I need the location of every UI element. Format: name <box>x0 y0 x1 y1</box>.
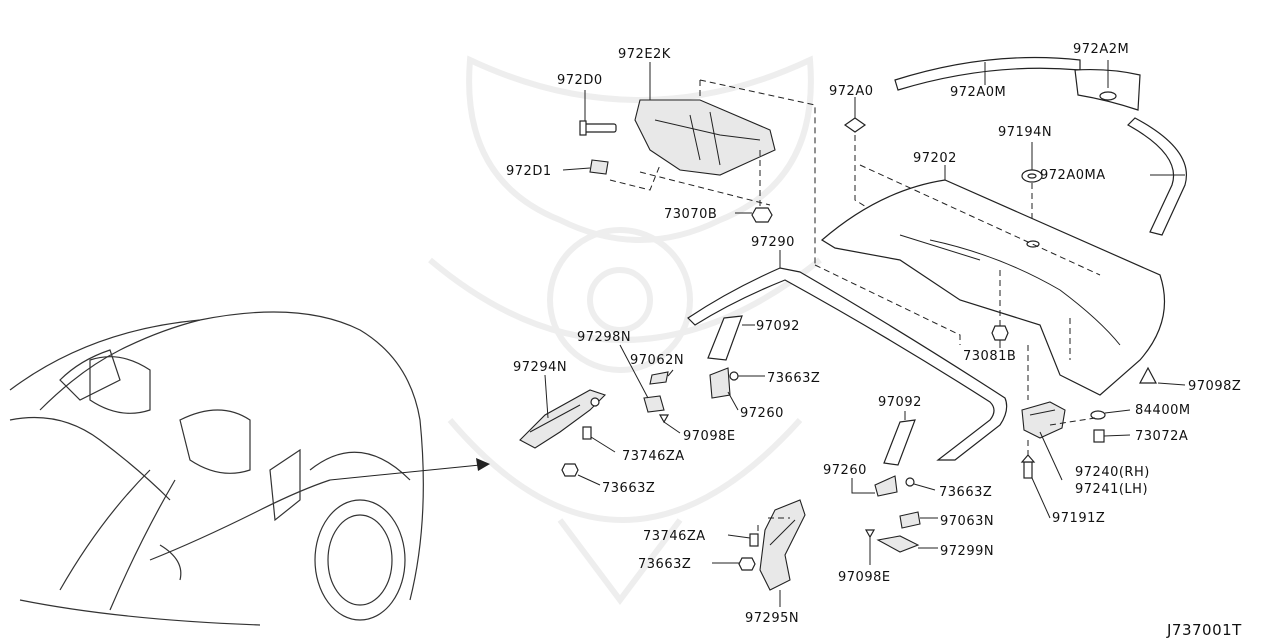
label-97299N: 97299N <box>940 544 994 559</box>
car-overview-illustration <box>9 311 490 626</box>
label-97241-lh: 97241(LH) <box>1075 482 1148 497</box>
label-972A2M: 972A2M <box>1073 42 1129 57</box>
label-97092-upper: 97092 <box>756 319 800 334</box>
part-73746ZA-bolt-b <box>727 533 759 547</box>
label-73663Z-right: 73663Z <box>939 485 992 500</box>
label-73663Z-left: 73663Z <box>602 481 655 496</box>
label-97298N: 97298N <box>577 330 631 345</box>
part-97240-latch <box>1021 401 1066 481</box>
part-97194N-grommet <box>1021 142 1043 183</box>
part-97299N-latch <box>876 535 938 553</box>
label-73072A: 73072A <box>1135 429 1188 444</box>
part-972A2M-trim <box>1074 60 1141 111</box>
part-97098E-screw-b <box>864 529 876 565</box>
label-97092-lower: 97092 <box>878 395 922 410</box>
part-97092-bracket-upper <box>707 315 755 361</box>
part-73663Z-nut-d <box>712 557 756 571</box>
watermark-emblem <box>428 55 822 605</box>
label-97260-upper: 97260 <box>740 406 784 421</box>
label-73070B: 73070B <box>664 207 717 222</box>
label-972D1: 972D1 <box>506 164 552 179</box>
label-97202: 97202 <box>913 151 957 166</box>
part-972E2K-tray <box>634 62 776 176</box>
part-972A0-pad <box>843 97 867 133</box>
part-97260-hinge-lower <box>851 475 936 497</box>
label-97194N: 97194N <box>998 125 1052 140</box>
part-97298N-latch <box>619 344 665 413</box>
part-73663Z-nut-b <box>561 463 601 486</box>
label-972D0: 972D0 <box>557 73 603 88</box>
label-97098E-upper: 97098E <box>683 429 736 444</box>
label-97062N: 97062N <box>630 353 684 368</box>
part-73072A-bolt <box>1093 429 1131 443</box>
part-97063N-bumper <box>899 511 938 529</box>
label-97191Z: 97191Z <box>1052 511 1105 526</box>
part-97191Z-bolt <box>1020 454 1051 519</box>
part-972A0MA-trim <box>1127 117 1187 236</box>
part-97294N-hinge <box>519 374 607 449</box>
label-972A0M: 972A0M <box>950 85 1006 100</box>
label-73663Z-lower: 73663Z <box>638 557 691 572</box>
label-97260-lower: 97260 <box>823 463 867 478</box>
part-97098Z-clip <box>1139 366 1186 386</box>
part-97202-panel <box>820 165 1166 396</box>
label-97063N: 97063N <box>940 514 994 529</box>
label-97294N: 97294N <box>513 360 567 375</box>
part-97295N-hinge <box>759 499 806 607</box>
label-972E2K: 972E2K <box>618 47 671 62</box>
label-73746ZA-lower: 73746ZA <box>643 529 706 544</box>
label-97098E-lower: 97098E <box>838 570 891 585</box>
label-73081B: 73081B <box>963 349 1016 364</box>
part-73746ZA-bolt-a <box>582 426 616 453</box>
part-73081B-clip <box>991 270 1009 348</box>
part-97062N-bumper <box>649 369 674 385</box>
part-84400M-bumper <box>1090 409 1131 420</box>
part-73070B-nut <box>735 207 773 223</box>
label-73663Z-upper: 73663Z <box>767 371 820 386</box>
label-97290: 97290 <box>751 235 795 250</box>
part-97260-hinge-upper <box>709 367 765 411</box>
label-972A0: 972A0 <box>829 84 873 99</box>
label-97098Z: 97098Z <box>1188 379 1241 394</box>
label-97240-rh: 97240(RH) <box>1075 465 1150 480</box>
part-97092-bracket-lower <box>883 411 916 466</box>
part-972D0-bolt <box>579 90 617 136</box>
diagram-id: J737001T <box>1166 621 1242 639</box>
label-972A0MA: 972A0MA <box>1040 168 1106 183</box>
part-97098E-screw-a <box>658 414 681 434</box>
part-972D1-clip <box>562 159 609 175</box>
label-97295N: 97295N <box>745 611 799 626</box>
label-73746ZA-left: 73746ZA <box>622 449 685 464</box>
part-97290-weatherstrip <box>687 250 1008 461</box>
label-84400M: 84400M <box>1135 403 1191 418</box>
arrow-icon <box>476 458 490 471</box>
